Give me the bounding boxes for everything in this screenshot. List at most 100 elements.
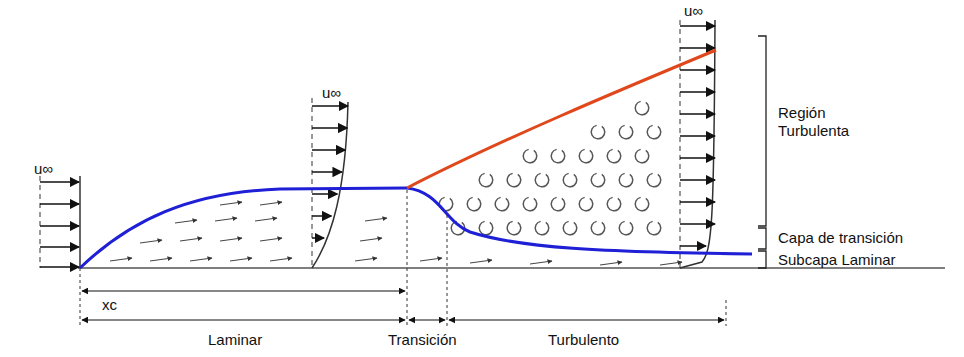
velocity-arrow [312, 237, 324, 239]
eddy [635, 101, 650, 116]
dimension-label: xc [102, 296, 117, 314]
velocity-arrow [680, 25, 715, 27]
velocity-arrow [40, 246, 79, 248]
eddy [507, 221, 522, 236]
eddy [439, 197, 454, 212]
dimension-arrow [409, 320, 445, 321]
eddy [523, 197, 538, 212]
eddy [647, 173, 662, 188]
free-stream-velocity: u∞ [684, 2, 703, 20]
flow-arrow [220, 238, 242, 241]
eddy [467, 197, 482, 212]
flow-arrow [360, 238, 382, 241]
dimension-arrow [449, 320, 724, 321]
flow-arrow [190, 258, 212, 261]
flow-arrow [215, 218, 237, 221]
velocity-arrow [40, 203, 79, 205]
eddy [619, 173, 634, 188]
velocity-arrow [312, 127, 347, 129]
velocity-arrow [312, 215, 331, 217]
flow-arrow [230, 258, 252, 261]
flow-arrow [140, 240, 162, 243]
velocity-profile [79, 176, 81, 268]
free-stream-velocity: u∞ [322, 84, 341, 102]
velocity-arrow [312, 149, 345, 151]
eddy [523, 149, 538, 164]
eddy [535, 173, 550, 188]
free-stream-line [680, 20, 681, 268]
transition-bracket [758, 228, 766, 249]
velocity-arrow [312, 105, 348, 107]
velocity-arrows [40, 182, 79, 267]
extension-line [726, 300, 727, 326]
eddy [647, 125, 662, 140]
eddy [535, 221, 550, 236]
eddy [635, 197, 650, 212]
eddy [591, 221, 606, 236]
velocity-arrow [680, 245, 706, 247]
flow-arrow [110, 258, 132, 261]
sublayer-bracket [758, 251, 766, 268]
flow-arrow [470, 260, 492, 263]
extension-line [447, 215, 448, 326]
flow-arrow [260, 238, 282, 241]
flow-arrows [110, 202, 682, 265]
eddy [507, 173, 522, 188]
velocity-arrow [680, 223, 715, 225]
eddy [579, 149, 594, 164]
eddy [647, 221, 662, 236]
extension-line [407, 190, 408, 326]
region-bracket [758, 36, 766, 226]
velocity-arrow [40, 225, 79, 227]
eddy [619, 125, 634, 140]
region-label: Región Turbulenta [778, 104, 888, 140]
free-stream-line [312, 98, 313, 268]
layer-label: Capa de transición [778, 229, 903, 247]
velocity-arrow [40, 181, 79, 183]
eddy [607, 197, 622, 212]
flow-arrow [180, 238, 202, 241]
eddy [495, 197, 510, 212]
flow-arrow [365, 218, 387, 221]
eddy [635, 149, 650, 164]
velocity-arrow [312, 171, 342, 173]
zone-label: Laminar [208, 331, 262, 349]
zone-label: Transición [388, 331, 457, 349]
eddy [479, 221, 494, 236]
eddy [551, 149, 566, 164]
flow-arrow [255, 218, 277, 221]
flow-arrow [600, 262, 622, 265]
zone-label: Turbulento [548, 331, 619, 349]
turbulent-edge [407, 50, 716, 188]
free-stream-velocity: u∞ [34, 160, 53, 178]
flow-arrow [260, 202, 282, 205]
flow-arrow [355, 258, 377, 261]
eddy [579, 197, 594, 212]
velocity-profile [312, 102, 348, 268]
flow-arrow [150, 258, 172, 261]
flow-arrow [420, 258, 442, 261]
eddy [551, 197, 566, 212]
velocity-arrow [680, 179, 715, 181]
dimension-arrow [82, 291, 405, 292]
free-stream-line [40, 176, 41, 268]
velocity-arrow [680, 69, 715, 71]
sublayer-edge [407, 188, 752, 254]
velocity-arrow [680, 113, 715, 115]
eddy [591, 125, 606, 140]
extension-line [80, 268, 81, 326]
eddy [591, 173, 606, 188]
eddy [479, 173, 494, 188]
flow-arrow [270, 258, 292, 261]
flow-arrow [175, 220, 197, 223]
eddy [563, 221, 578, 236]
flow-arrow [220, 202, 242, 205]
velocity-arrow [680, 201, 715, 203]
velocity-arrow [680, 47, 715, 49]
flow-arrow [530, 261, 552, 264]
eddy [607, 149, 622, 164]
laminar-edge [80, 188, 407, 268]
eddy [563, 173, 578, 188]
